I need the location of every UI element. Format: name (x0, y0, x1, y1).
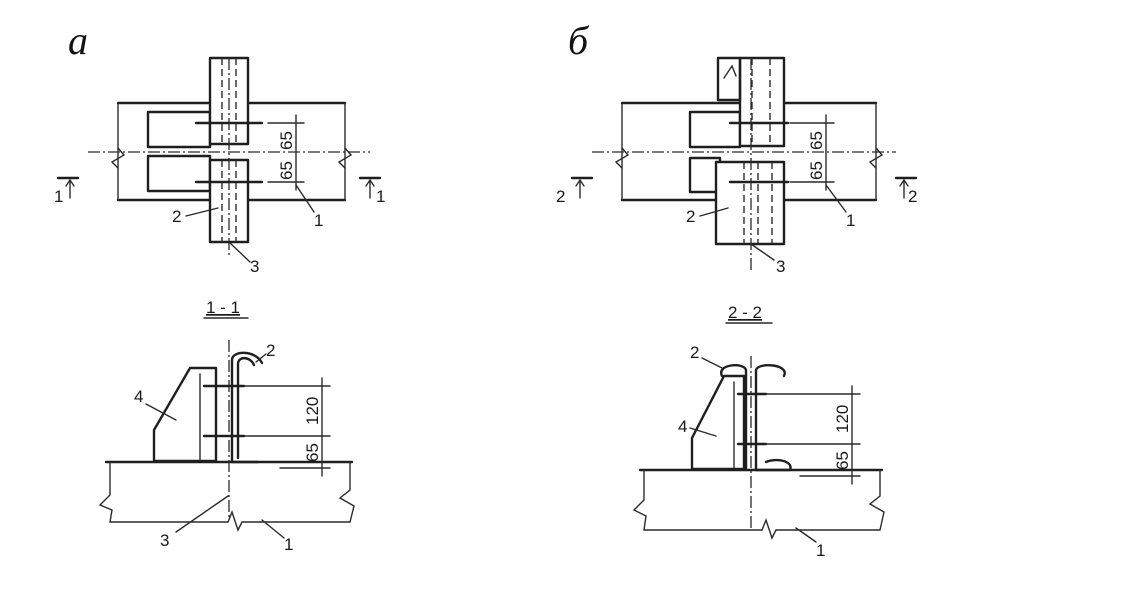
panel-b-section-callout-1: 1 (816, 541, 825, 560)
panel-a-callout-3: 3 (250, 257, 259, 276)
panel-b-bracket-upper (688, 110, 742, 149)
panel-b-section-mark-right: 2 (908, 187, 917, 206)
panel-a-section-title: 1 - 1 (206, 298, 240, 317)
panel-b-section-callout-4: 4 (678, 417, 687, 436)
panel-a-section-mark-left: 1 (54, 187, 63, 206)
panel-b-section-title: 2 - 2 (728, 303, 762, 322)
panel-a-callout-1: 1 (314, 211, 323, 230)
panel-a-bracket (152, 366, 218, 463)
panel-a-break-left (110, 147, 126, 169)
panel-b-callout-2: 2 (686, 207, 695, 226)
panel-b-dim-plan-lower: 65 (807, 161, 826, 180)
panel-a-dim-section-65: 65 (303, 443, 322, 462)
panel-a-section-callout-2: 2 (266, 341, 275, 360)
panel-a-slab-dim-line (109, 509, 351, 532)
panel-b-callout-1: 1 (846, 211, 855, 230)
panel-a-bracket-upper (146, 110, 212, 149)
panel-a-section-callout-4: 4 (134, 387, 143, 406)
panel-b-section-view: 2 - 2 120 65 2 4 1 (632, 303, 885, 560)
panel-b-bracket (690, 374, 746, 471)
panel-a-section-view: 1 - 1 120 65 2 (98, 298, 355, 554)
panel-a-slab-break-left (98, 461, 113, 523)
panel-a-channel-profile (230, 351, 264, 464)
panel-b-callout-3: 3 (776, 257, 785, 276)
panel-a-dim-section-120: 120 (303, 397, 322, 425)
panel-a-section-mark-right: 1 (376, 187, 385, 206)
panel-a-letter: а (68, 18, 88, 63)
panel-b-plan-view: 65 65 2 2 2 1 3 (556, 56, 917, 276)
panel-a-slab-break-right (338, 461, 355, 523)
panel-b-section-mark-left: 2 (556, 187, 565, 206)
panel-b-dim-section-65: 65 (833, 451, 852, 470)
panel-a: а (54, 18, 385, 554)
panel-a-plan-view: 65 65 1 1 2 1 3 (54, 56, 385, 276)
panel-b-dim-plan-upper: 65 (807, 131, 826, 150)
panel-b-channel-lower (714, 160, 786, 246)
panel-a-dim-plan-lower: 65 (277, 161, 296, 180)
panel-a-bracket-lower (146, 154, 212, 193)
panel-b-channel-left (720, 364, 748, 472)
panel-b-dim-section-120: 120 (833, 405, 852, 433)
panel-b-section-callout-2: 2 (690, 343, 699, 362)
panel-a-break-right (337, 147, 353, 169)
panel-b: б 65 (556, 18, 917, 560)
panel-a-dim-plan-upper: 65 (277, 131, 296, 150)
panel-a-section-callout-1: 1 (284, 535, 293, 554)
panel-a-callout-2: 2 (172, 207, 181, 226)
panel-b-channel-right (754, 364, 792, 472)
panel-b-letter: б (568, 18, 590, 63)
panel-a-section-callout-3: 3 (160, 531, 169, 550)
panel-b-channel-upper (738, 56, 786, 148)
